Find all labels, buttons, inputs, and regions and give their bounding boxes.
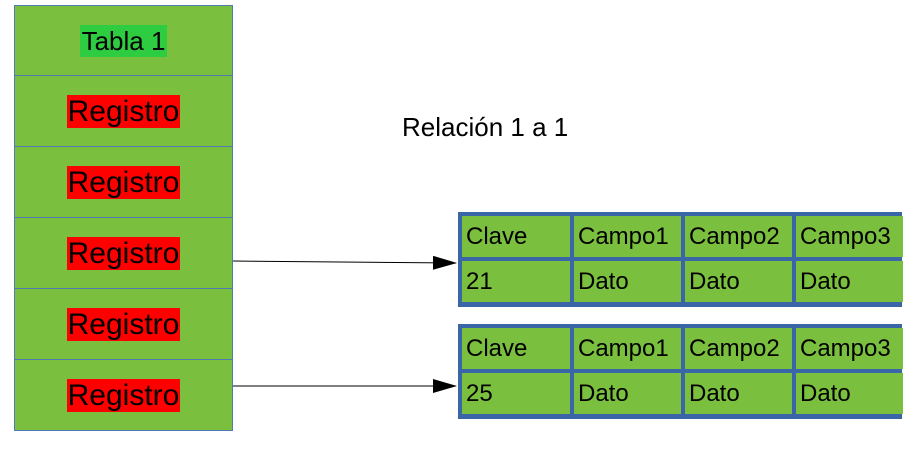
record-value-cell: Dato bbox=[574, 261, 681, 302]
record-value-cell: Dato bbox=[796, 261, 903, 302]
record-value-cell: 25 bbox=[462, 373, 570, 414]
record-header-cell: Clave bbox=[462, 328, 570, 369]
registro-label: Registro bbox=[66, 94, 181, 128]
arrow-to-record-21 bbox=[232, 255, 457, 270]
record-header-cell: Campo3 bbox=[796, 216, 903, 257]
table-1-row: Registro bbox=[14, 360, 233, 431]
record-header-cell: Clave bbox=[462, 216, 570, 257]
record-header-cell: Campo3 bbox=[796, 328, 903, 369]
table-1-title: Tabla 1 bbox=[79, 24, 168, 57]
registro-label: Registro bbox=[66, 165, 181, 199]
record-value-cell: Dato bbox=[685, 373, 792, 414]
registro-label: Registro bbox=[66, 307, 181, 341]
relation-label: Relación 1 a 1 bbox=[402, 112, 569, 142]
record-value-cell: Dato bbox=[796, 373, 903, 414]
record-table-21: Clave Campo1 Campo2 Campo3 21 Dato Dato … bbox=[458, 212, 903, 307]
registro-label: Registro bbox=[66, 378, 181, 412]
record-value-cell: 21 bbox=[462, 261, 570, 302]
record-header-cell: Campo2 bbox=[685, 216, 792, 257]
table-1-row: Registro bbox=[14, 218, 233, 289]
record-value-cell: Dato bbox=[685, 261, 792, 302]
record-header-cell: Campo1 bbox=[574, 216, 681, 257]
table-1-row: Registro bbox=[14, 76, 233, 147]
record-header-cell: Campo2 bbox=[685, 328, 792, 369]
record-header-cell: Campo1 bbox=[574, 328, 681, 369]
table-1: Tabla 1 Registro Registro Registro Regis… bbox=[14, 5, 233, 431]
table-1-header: Tabla 1 bbox=[14, 5, 233, 76]
record-table-25: Clave Campo1 Campo2 Campo3 25 Dato Dato … bbox=[458, 324, 903, 419]
table-1-row: Registro bbox=[14, 147, 233, 218]
registro-label: Registro bbox=[66, 236, 181, 270]
table-1-row: Registro bbox=[14, 289, 233, 360]
record-value-cell: Dato bbox=[574, 373, 681, 414]
